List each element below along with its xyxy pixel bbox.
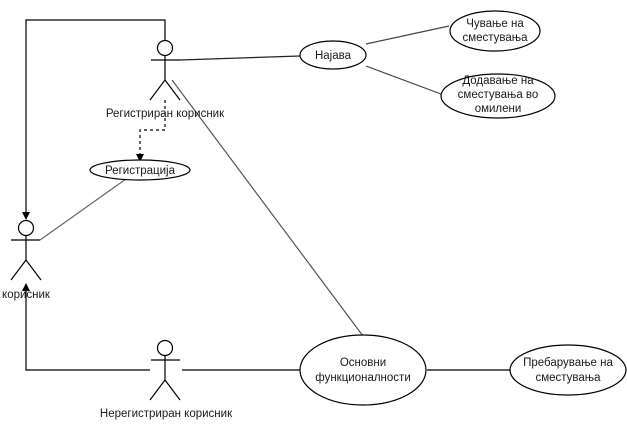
usecase-label: омилени xyxy=(475,103,522,115)
usecase-label: Додавање на xyxy=(462,75,534,87)
actor-label: Нерегистриран корисник xyxy=(100,408,233,420)
usecase-label: Регистрација xyxy=(105,165,176,177)
usecase-label: сместувања xyxy=(535,372,601,384)
generalization-unregistered-to-user xyxy=(25,290,150,371)
usecase-basic-functionality[interactable]: Основни функционалности xyxy=(299,334,427,406)
usecase-label: Основни xyxy=(340,357,386,369)
assoc-registered-login xyxy=(179,55,301,61)
arrowhead-up-icon xyxy=(22,283,30,291)
generalization-registered-to-user xyxy=(25,19,166,213)
dashed-dependency-line xyxy=(139,100,166,155)
assoc-user-registration xyxy=(39,178,127,241)
actor-user[interactable]: корисник xyxy=(2,219,51,302)
arrowhead-down-icon xyxy=(136,154,144,162)
usecase-label: сместувања xyxy=(462,32,528,44)
usecase-label: функционалности xyxy=(315,372,411,384)
usecase-save-accommodations[interactable]: Чување на сместувања xyxy=(449,10,541,52)
actor-registered-user[interactable]: Регистриран корисник xyxy=(106,39,225,121)
arrowhead-down-icon xyxy=(22,212,30,220)
usecase-label: Најава xyxy=(315,50,352,62)
usecase-label: Пребарување на xyxy=(523,357,613,369)
usecase-label: сместувања во xyxy=(458,89,539,101)
usecase-login[interactable]: Најава xyxy=(299,40,367,70)
usecase-registration[interactable]: Регистрација xyxy=(89,159,191,181)
actor-label: Регистриран корисник xyxy=(106,108,225,120)
assoc-login-save xyxy=(365,25,450,45)
actor-unregistered-user[interactable]: Нерегистриран корисник xyxy=(100,339,233,421)
usecase-search-accommodations[interactable]: Пребарување на сместувања xyxy=(509,344,627,396)
usecase-add-favorites[interactable]: Додавање на сместувања во омилени xyxy=(440,73,556,119)
assoc-registered-basic xyxy=(171,79,364,337)
actor-label: корисник xyxy=(2,289,51,301)
assoc-login-favorites xyxy=(365,65,442,95)
usecase-label: Чување на xyxy=(466,18,524,30)
